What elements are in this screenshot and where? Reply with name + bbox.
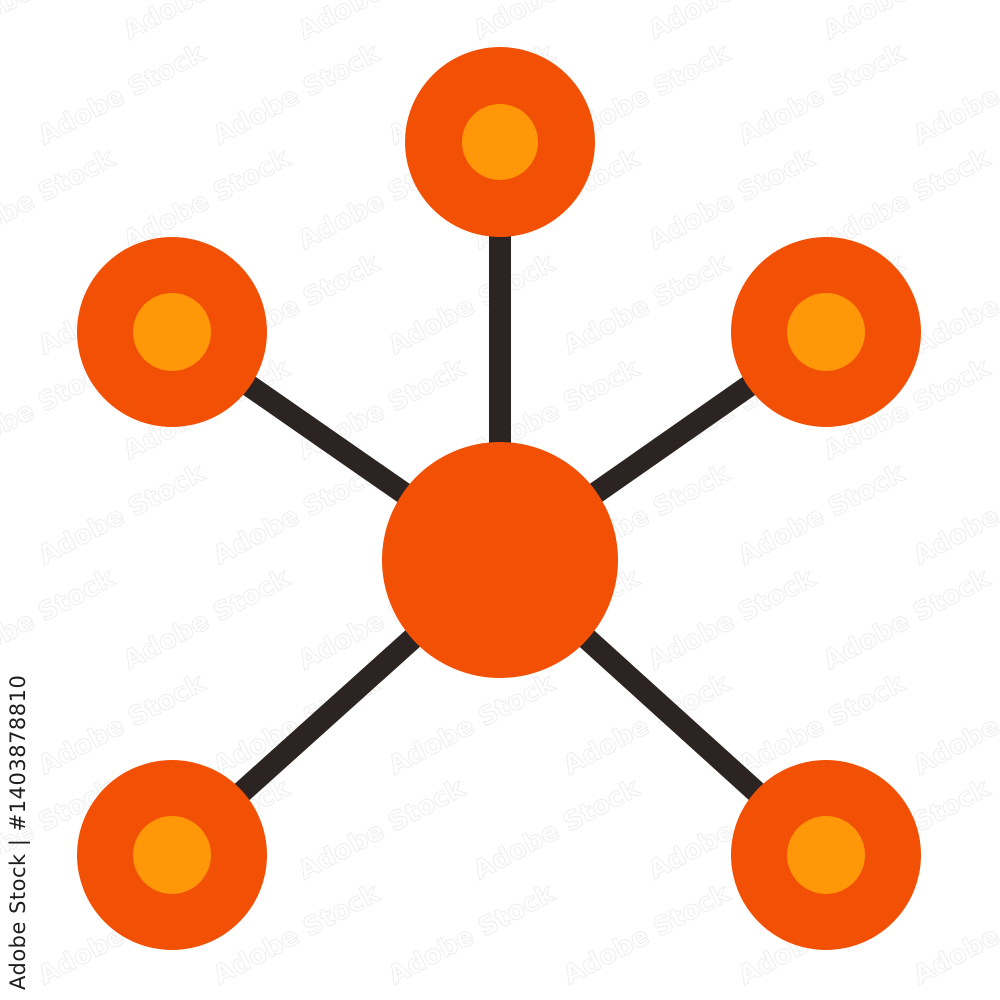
satellite-node-top-core: [462, 104, 538, 180]
hub-node: [382, 442, 618, 678]
satellite-node-lower-left-core: [133, 816, 211, 894]
satellite-node-upper-right-core: [787, 293, 865, 371]
satellite-node-top: [405, 47, 595, 237]
node-group: [77, 47, 921, 950]
satellite-node-lower-right-core: [787, 816, 865, 894]
stock-id-label: Adobe Stock | #1403878810: [6, 675, 30, 1000]
stock-id-number: #1403878810: [6, 674, 30, 832]
satellite-node-lower-right: [731, 760, 921, 950]
satellite-node-upper-right: [731, 237, 921, 427]
satellite-node-upper-left-core: [133, 293, 211, 371]
satellite-node-lower-left: [77, 760, 267, 950]
satellite-node-upper-left: [77, 237, 267, 427]
stock-id-prefix: Adobe Stock: [6, 853, 30, 990]
stock-id-separator: |: [6, 831, 30, 854]
watermark-text: Adobe Stock: [993, 0, 1000, 46]
